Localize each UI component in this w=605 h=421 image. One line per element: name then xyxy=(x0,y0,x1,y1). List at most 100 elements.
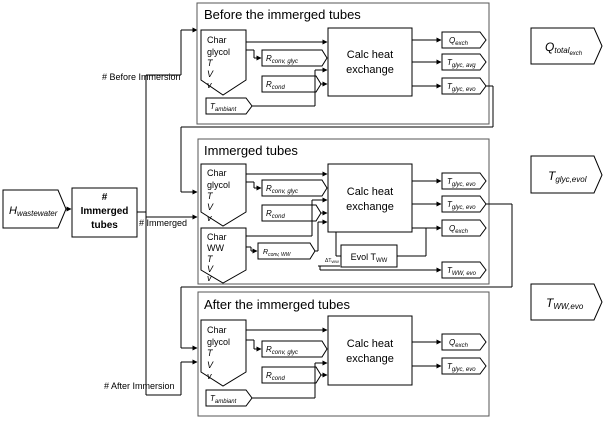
process-line-1: # xyxy=(102,192,108,203)
immerged-rconv-ww-shape xyxy=(257,242,316,260)
result-qtotal-exch xyxy=(530,27,603,65)
after-ambient-shape xyxy=(205,389,253,407)
before-calc-line-2: exchange xyxy=(346,64,394,76)
immerged-output-qexch xyxy=(441,219,487,237)
svg-text:Char: Char xyxy=(207,232,227,242)
after-output-qexch xyxy=(441,333,487,351)
process-line-3: tubes xyxy=(91,220,118,231)
before-output-tglyc-avg xyxy=(441,53,487,71)
before-output-qexch xyxy=(441,31,487,49)
immerged-evol-label: Evol TWW xyxy=(351,252,388,264)
immerged-output-tww-evo-label: TWW, evo xyxy=(447,266,477,277)
before-rconv-shape xyxy=(261,49,328,67)
before-output-tglyc-evo-label: Tglyc, evo xyxy=(447,82,476,93)
svg-text:Char: Char xyxy=(207,168,227,178)
immerged-char-ww-text: Char WW T V v xyxy=(207,232,227,283)
result-tww-evo-label: TWW,evo xyxy=(546,296,584,311)
immerged-to-after-link xyxy=(180,203,513,351)
before-to-immerged-link xyxy=(180,85,494,195)
after-char-glycol-text: Char glycol T V v xyxy=(207,325,230,381)
immerged-char-glycol-shape xyxy=(200,163,247,227)
after-calc-box xyxy=(327,315,413,386)
immerged-tubes-process-box xyxy=(71,187,138,238)
immerged-calc-box xyxy=(327,163,413,233)
branch-label-immerged: # Immerged xyxy=(139,218,187,228)
svg-text:glycol: glycol xyxy=(207,180,230,190)
svg-text:WW: WW xyxy=(207,243,224,253)
immerged-output-tglyc-evo-1 xyxy=(441,172,487,190)
before-output-tglyc-evo xyxy=(441,77,487,95)
svg-text:glycol: glycol xyxy=(207,337,230,347)
svg-text:v: v xyxy=(207,273,212,283)
svg-text:T: T xyxy=(207,348,214,358)
process-line-2: Immerged xyxy=(81,206,129,217)
immerged-section-title: Immerged tubes xyxy=(204,143,298,158)
branch-label-after: # After Immersion xyxy=(104,381,175,391)
svg-text:T: T xyxy=(207,191,214,201)
result-tglyc-evol xyxy=(530,155,603,194)
after-rcond-label: Rcond xyxy=(266,371,285,382)
after-output-tglyc-evo xyxy=(441,357,487,375)
after-rconv-shape xyxy=(261,340,328,358)
after-ambient-label: Tambiant xyxy=(210,394,237,405)
before-rconv-label: Rconv, glyc xyxy=(266,54,298,65)
after-calc-line-1: Calc heat xyxy=(347,338,393,350)
immerged-output-tglyc-evo-1-label: Tglyc, evo xyxy=(447,177,476,188)
after-output-tglyc-evo-label: Tglyc, evo xyxy=(447,362,476,373)
wastewater-input-label: Hwastewater xyxy=(9,205,58,218)
before-rcond-shape xyxy=(261,75,322,93)
branch-label-before: # Before Immersion xyxy=(102,72,181,82)
svg-text:Char: Char xyxy=(207,325,227,335)
svg-text:v: v xyxy=(207,213,212,223)
before-char-glycol-text: Char glycol T V v xyxy=(207,35,230,90)
immerged-output-qexch-label: Qexch xyxy=(449,224,469,235)
after-section-title: After the immerged tubes xyxy=(204,297,350,312)
immerged-dt-label: ΔTWW xyxy=(325,258,339,264)
svg-text:V: V xyxy=(207,264,214,274)
immerged-rcond-label: Rcond xyxy=(266,209,285,220)
before-output-qexch-label: Qexch xyxy=(449,36,469,47)
before-ambient-shape xyxy=(205,97,253,115)
svg-text:v: v xyxy=(207,80,212,90)
before-ambient-label: Tambiant xyxy=(210,102,237,113)
immerged-output-tglyc-evo-2 xyxy=(441,195,487,213)
before-section-title: Before the immerged tubes xyxy=(204,7,361,22)
result-qtotal-exch-label: Qtotalexch xyxy=(545,40,583,57)
result-tww-evo xyxy=(530,283,603,321)
immerged-rcond-shape xyxy=(261,204,322,222)
immerged-connectors xyxy=(246,171,442,273)
svg-text:T: T xyxy=(207,254,214,264)
branch-connectors xyxy=(137,27,198,396)
after-connectors xyxy=(246,327,442,399)
wastewater-input-shape xyxy=(2,189,67,229)
result-tglyc-evol-label: Tglyc,evol xyxy=(548,169,587,184)
immerged-rconv-ww-label: Rconv, WW xyxy=(263,249,292,258)
before-connectors xyxy=(246,37,442,107)
immerged-char-glycol-text: Char glycol T V v xyxy=(207,168,230,223)
immerged-output-tww-evo xyxy=(441,261,487,279)
after-rcond-shape xyxy=(261,366,322,384)
svg-text:V: V xyxy=(207,69,214,79)
before-calc-line-1: Calc heat xyxy=(347,49,393,61)
immerged-output-tglyc-evo-2-label: Tglyc, evo xyxy=(447,200,476,211)
before-char-glycol-shape xyxy=(200,29,247,96)
svg-text:V: V xyxy=(207,360,214,370)
after-calc-line-2: exchange xyxy=(346,353,394,365)
immerged-rconv-label: Rconv, glyc xyxy=(266,184,298,195)
immerged-calc-line-1: Calc heat xyxy=(347,186,393,198)
after-output-qexch-label: Qexch xyxy=(449,338,469,349)
before-rcond-label: Rcond xyxy=(266,80,285,91)
immerged-rconv-shape xyxy=(261,179,328,197)
after-char-glycol-shape xyxy=(200,319,247,387)
after-rconv-label: Rconv, glyc xyxy=(266,345,298,356)
svg-text:v: v xyxy=(207,371,212,381)
svg-text:glycol: glycol xyxy=(207,47,230,57)
immerged-calc-line-2: exchange xyxy=(346,201,394,213)
svg-text:T: T xyxy=(207,58,214,68)
before-output-tglyc-avg-label: Tglyc, avg xyxy=(447,58,476,69)
before-calc-box xyxy=(327,27,413,97)
svg-text:Char: Char xyxy=(207,35,227,45)
svg-text:V: V xyxy=(207,202,214,212)
